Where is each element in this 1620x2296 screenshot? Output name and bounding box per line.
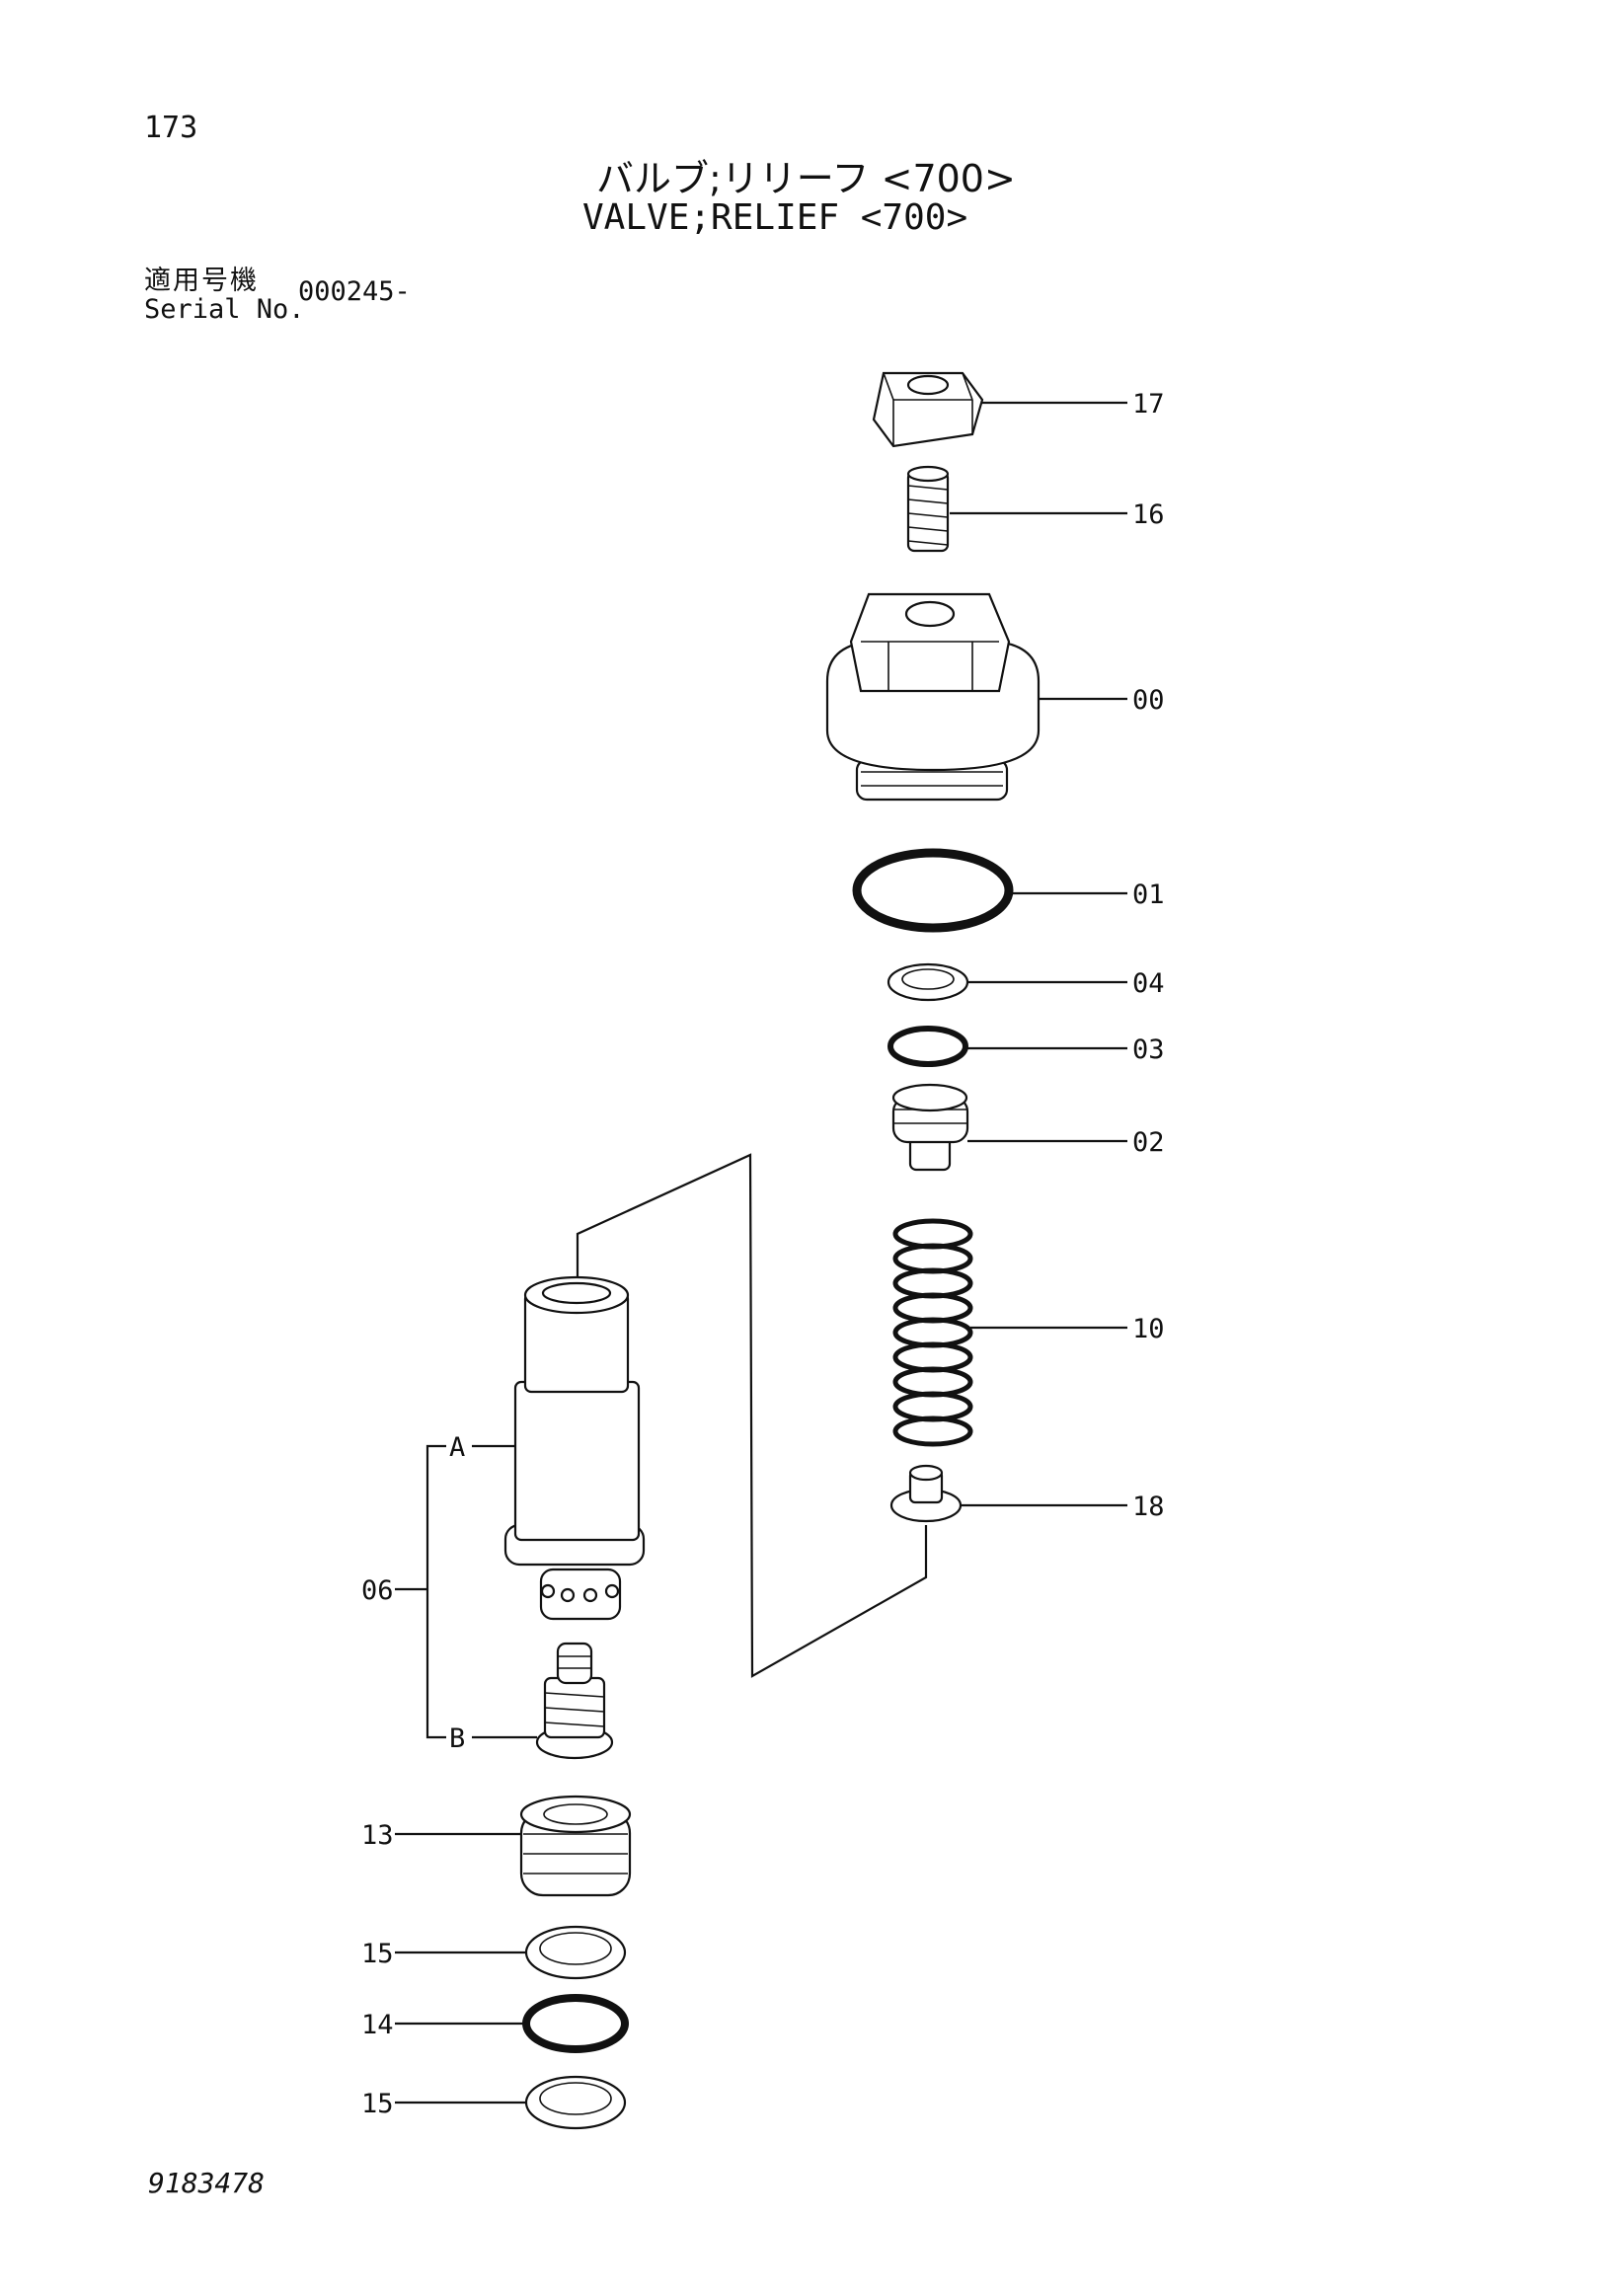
callout-b: B — [449, 1723, 465, 1754]
part-04-backup-ring[interactable] — [887, 962, 969, 1002]
part-18-spring-seat[interactable] — [889, 1464, 963, 1523]
page-number: 173 — [144, 111, 198, 145]
part-17-hex-nut[interactable] — [872, 371, 984, 448]
drawing-number: 9183478 — [148, 2167, 266, 2199]
part-02-piston[interactable] — [891, 1083, 969, 1172]
callout-16: 16 — [1132, 499, 1165, 530]
callout-00: 00 — [1132, 685, 1165, 716]
callout-a: A — [449, 1432, 465, 1463]
part-15-backup-ring-upper[interactable] — [524, 1925, 627, 1980]
callout-01: 01 — [1132, 880, 1165, 910]
serial-label-english: Serial No. — [144, 294, 305, 325]
callout-03: 03 — [1132, 1034, 1165, 1065]
bracket-06 — [425, 1444, 446, 1739]
callout-06: 06 — [361, 1575, 394, 1606]
callout-15-upper: 15 — [361, 1939, 394, 1969]
assembly-route-line — [576, 1153, 928, 1678]
callout-10: 10 — [1132, 1314, 1165, 1344]
title-english: VALVE;RELIEF <700> — [582, 197, 968, 238]
part-13-spring-guide[interactable] — [519, 1795, 632, 1897]
callout-13: 13 — [361, 1820, 394, 1851]
callout-17: 17 — [1132, 389, 1165, 420]
callout-18: 18 — [1132, 1492, 1165, 1522]
part-06a-sleeve[interactable] — [503, 1275, 646, 1621]
part-01-o-ring[interactable] — [852, 848, 1014, 933]
title-japanese: バルブ;リリーフ <700> — [596, 157, 1016, 200]
callout-02: 02 — [1132, 1127, 1165, 1158]
callout-15-lower: 15 — [361, 2089, 394, 2119]
part-14-o-ring[interactable] — [522, 1994, 629, 2053]
part-16-set-screw[interactable] — [906, 465, 950, 553]
part-10-spring[interactable] — [892, 1218, 973, 1447]
callout-14: 14 — [361, 2010, 394, 2040]
part-06b-poppet[interactable] — [535, 1642, 614, 1760]
serial-label-japanese: 適用号機 — [144, 266, 259, 296]
part-15-backup-ring-lower[interactable] — [524, 2075, 627, 2130]
part-00-plug[interactable] — [825, 592, 1041, 802]
callout-04: 04 — [1132, 968, 1165, 999]
serial-value: 000245- — [298, 276, 411, 307]
part-03-o-ring[interactable] — [887, 1026, 968, 1067]
